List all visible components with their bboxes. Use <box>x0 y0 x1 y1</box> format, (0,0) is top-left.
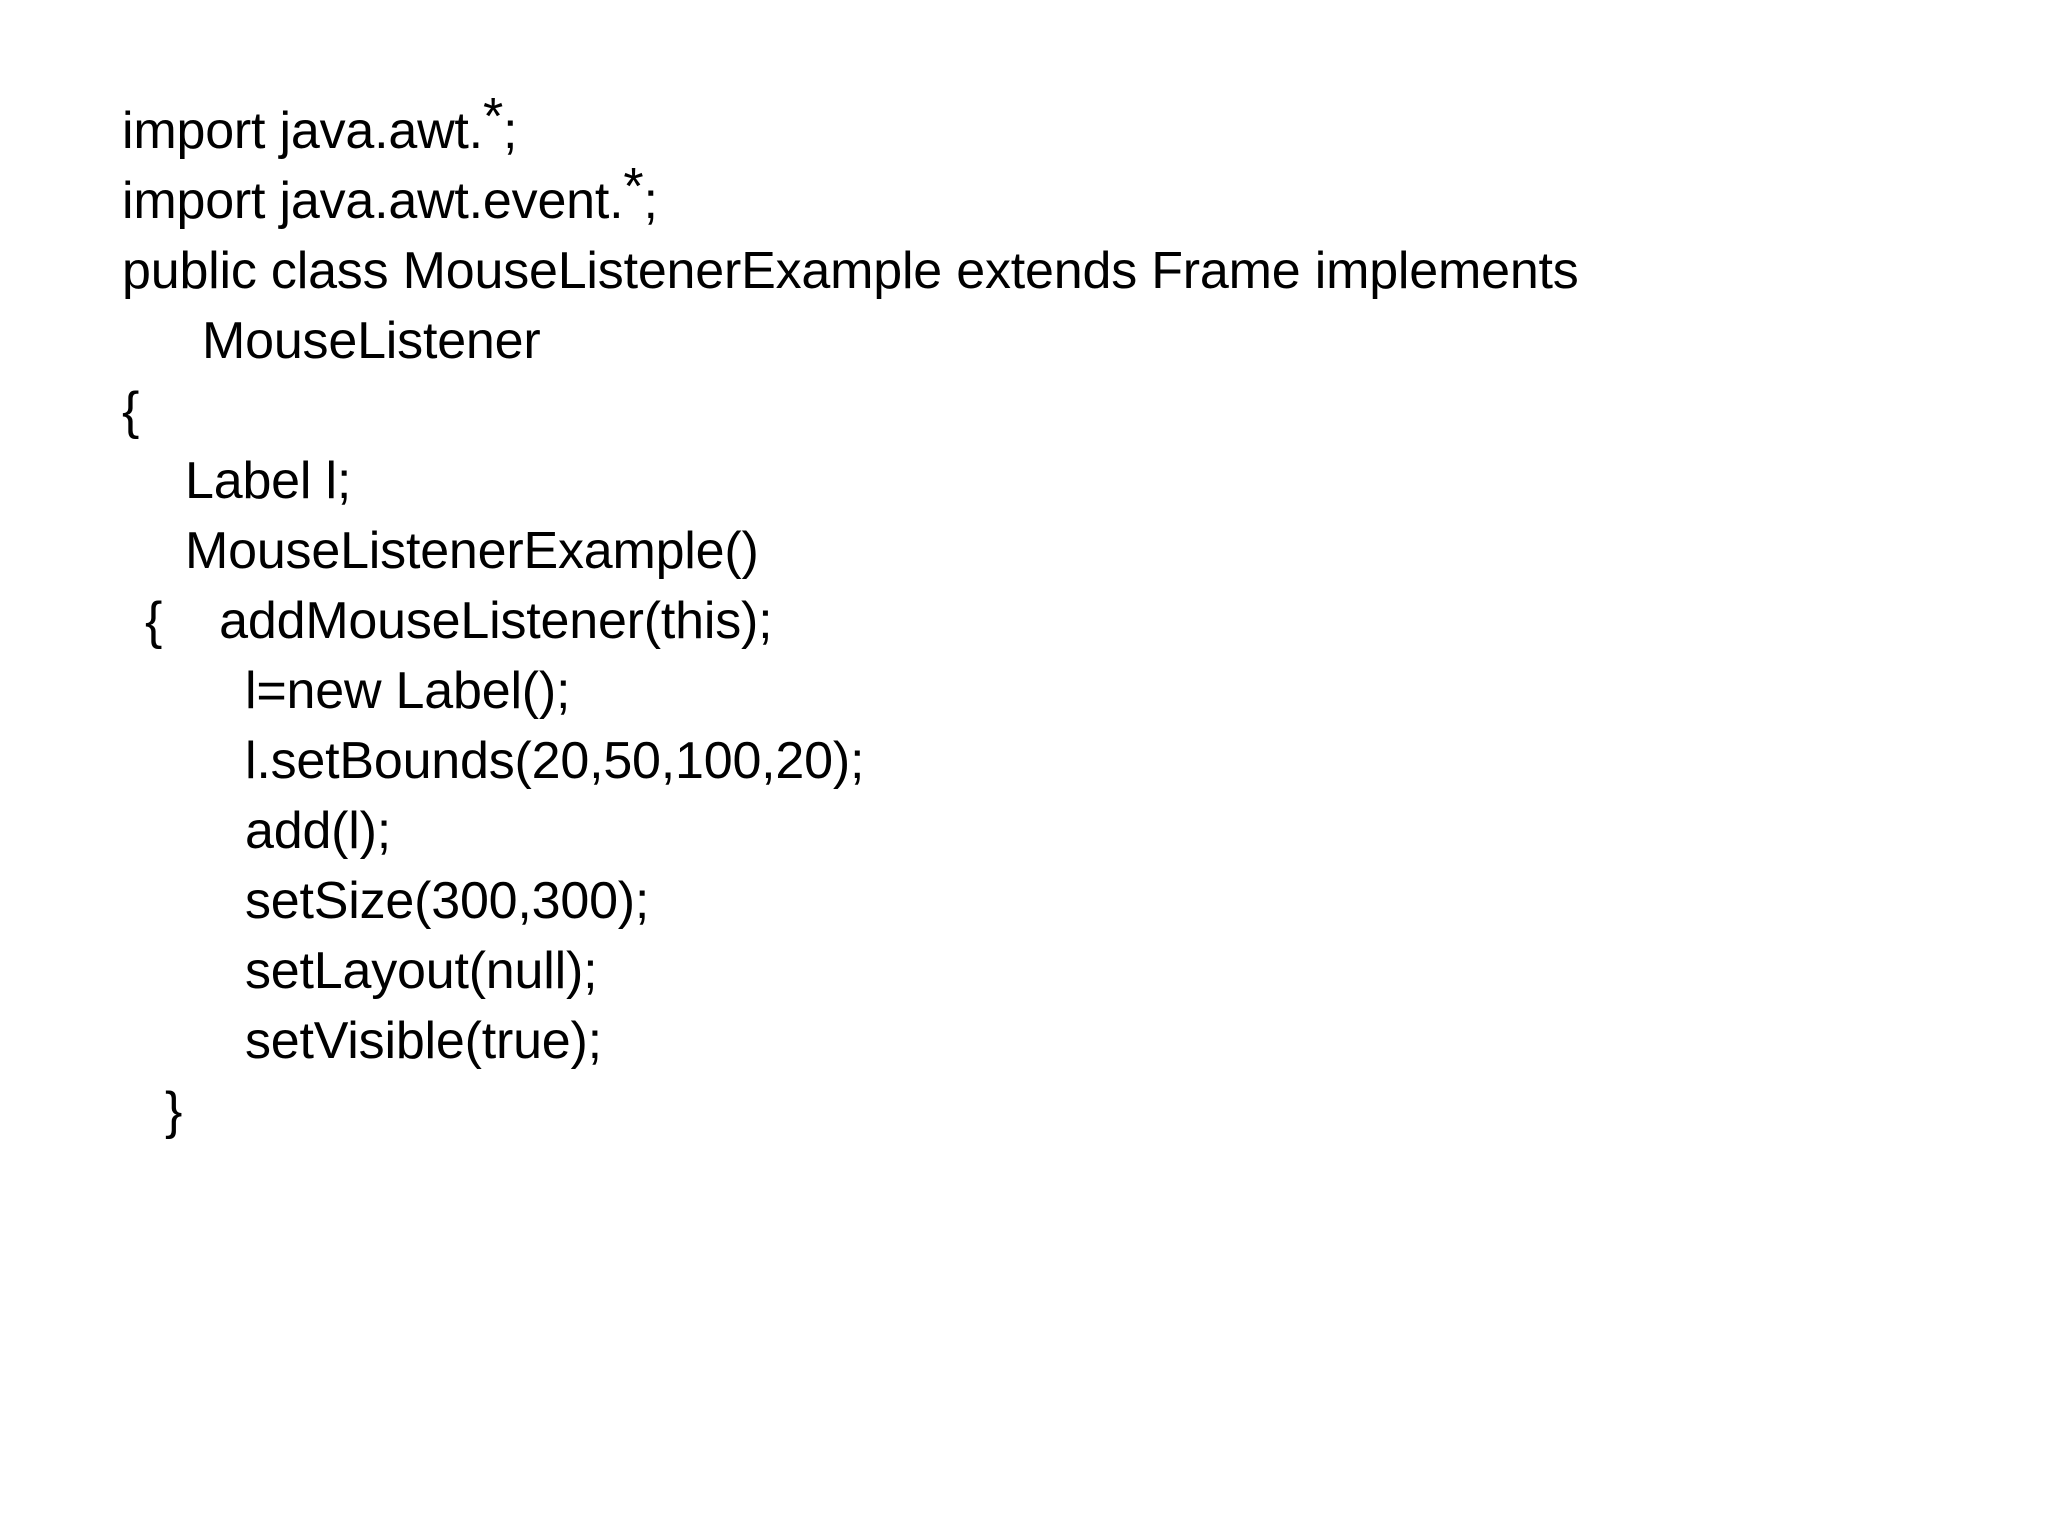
code-line: add(l); <box>122 796 1982 866</box>
code-line-text: add(l); <box>245 802 391 860</box>
code-line: } <box>122 1076 1982 1146</box>
code-line-text: import java.awt. <box>122 102 483 160</box>
code-line: Label l; <box>122 446 1982 516</box>
code-line-text: } <box>165 1082 183 1140</box>
code-line: { <box>122 376 1982 446</box>
code-line-text: public class MouseListenerExample extend… <box>122 242 1579 300</box>
code-line: setSize(300,300); <box>122 866 1982 936</box>
code-line-text: { addMouseListener(this); <box>145 592 773 650</box>
code-line: public class MouseListenerExample extend… <box>122 236 1982 306</box>
code-line: setVisible(true); <box>122 1006 1982 1076</box>
code-line: MouseListenerExample() <box>122 516 1982 586</box>
code-line-text: setSize(300,300); <box>245 872 650 930</box>
code-line-text: l.setBounds(20,50,100,20); <box>245 732 865 790</box>
code-line-text: l=new Label(); <box>245 662 571 720</box>
code-line: import java.awt.*; <box>122 91 1982 166</box>
code-line-suffix: ; <box>643 172 658 230</box>
code-line-text: setVisible(true); <box>245 1012 602 1070</box>
code-line: setLayout(null); <box>122 936 1982 1006</box>
code-line-text: setLayout(null); <box>245 942 598 1000</box>
code-line: MouseListener <box>122 306 1982 376</box>
code-line: { addMouseListener(this); <box>122 586 1982 656</box>
code-line: import java.awt.event.*; <box>122 161 1982 236</box>
code-block: import java.awt.*;import java.awt.event.… <box>122 91 1982 1146</box>
code-line-text: Label l; <box>185 452 352 510</box>
asterisk-glyph: * <box>482 88 503 146</box>
asterisk-glyph: * <box>623 158 644 216</box>
code-line: l=new Label(); <box>122 656 1982 726</box>
code-line: l.setBounds(20,50,100,20); <box>122 726 1982 796</box>
code-line-text: { <box>122 382 140 440</box>
code-line-text: MouseListener <box>202 312 541 370</box>
code-line-text: MouseListenerExample() <box>185 522 759 580</box>
code-line-suffix: ; <box>502 102 518 160</box>
code-line-text: import java.awt.event. <box>122 172 624 230</box>
